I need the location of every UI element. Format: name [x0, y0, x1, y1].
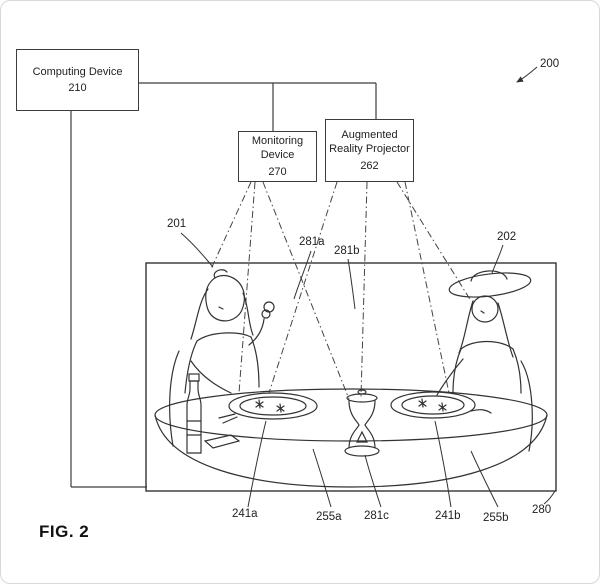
ref-200-figure: 200 [540, 58, 560, 70]
table-drawing [154, 388, 548, 488]
ar-projector-label: Augmented Reality Projector [329, 129, 410, 156]
bottle-drawing [186, 373, 241, 454]
ref-241b-right-plate: 241b [435, 510, 461, 522]
left-plate-drawing [218, 392, 318, 424]
box-connector-lines [70, 82, 377, 488]
computing-device-number: 210 [68, 82, 87, 94]
ref-202-right-person: 202 [497, 231, 517, 243]
right-person-drawing [436, 270, 533, 452]
ref-281a-beam: 281a [299, 236, 325, 248]
monitoring-device-number: 270 [268, 165, 287, 178]
figure-ref-arrow [516, 66, 538, 83]
computing-device-label: Computing Device [32, 65, 123, 78]
ar-projector-box: Augmented Reality Projector 262 [325, 119, 414, 182]
ref-281b-beam: 281b [334, 245, 360, 257]
ar-projector-number: 262 [360, 159, 379, 172]
figure-caption: FIG. 2 [39, 522, 90, 541]
ref-255a-table-left: 255a [316, 511, 342, 523]
leader-lines [180, 66, 556, 508]
ref-280-scene-box: 280 [532, 504, 552, 516]
ref-281c-hourglass: 281c [364, 510, 389, 522]
computing-device-box: Computing Device 210 [16, 49, 139, 111]
ref-255b-table-right: 255b [483, 512, 509, 524]
hourglass-drawing [344, 389, 380, 457]
projection-beams [210, 181, 472, 400]
monitoring-device-label: Monitoring Device [251, 135, 304, 162]
ref-201-left-person: 201 [167, 218, 187, 230]
right-plate-drawing [390, 391, 492, 419]
left-person-drawing [169, 269, 275, 447]
monitoring-device-box: Monitoring Device 270 [238, 131, 317, 182]
scene-drawing [154, 269, 548, 488]
ref-241a-left-plate: 241a [232, 508, 258, 520]
scene-boundary-box [145, 262, 557, 492]
